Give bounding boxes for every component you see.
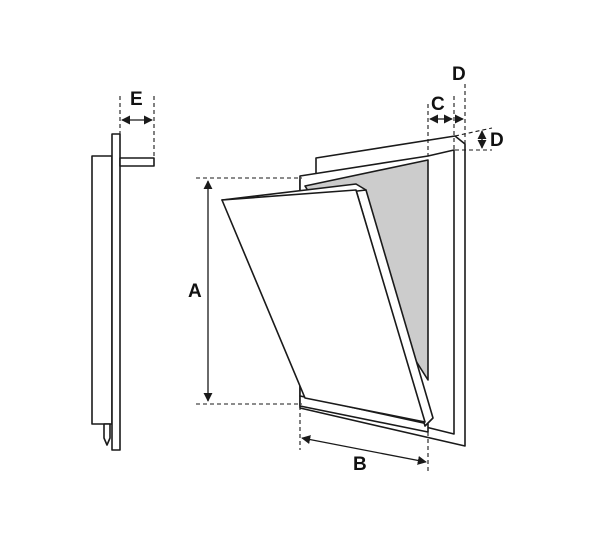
dim-d-side-extension-top [454,127,493,137]
side-view-bracket [119,157,155,167]
door-panel [221,189,426,423]
side-view: E [91,89,155,451]
dim-label-a: A [188,281,202,302]
dim-label-d-side: D [490,130,504,151]
dim-label-e: E [130,89,143,110]
dim-b-line [301,435,427,465]
side-view-latch-pin [103,423,111,446]
dim-label-c: C [431,94,445,115]
dim-label-b: B [353,454,367,475]
dim-label-d-top: D [452,64,466,85]
side-view-wall-block [91,155,113,425]
side-view-flange [111,133,121,451]
front-view: A B C D D [188,64,504,475]
